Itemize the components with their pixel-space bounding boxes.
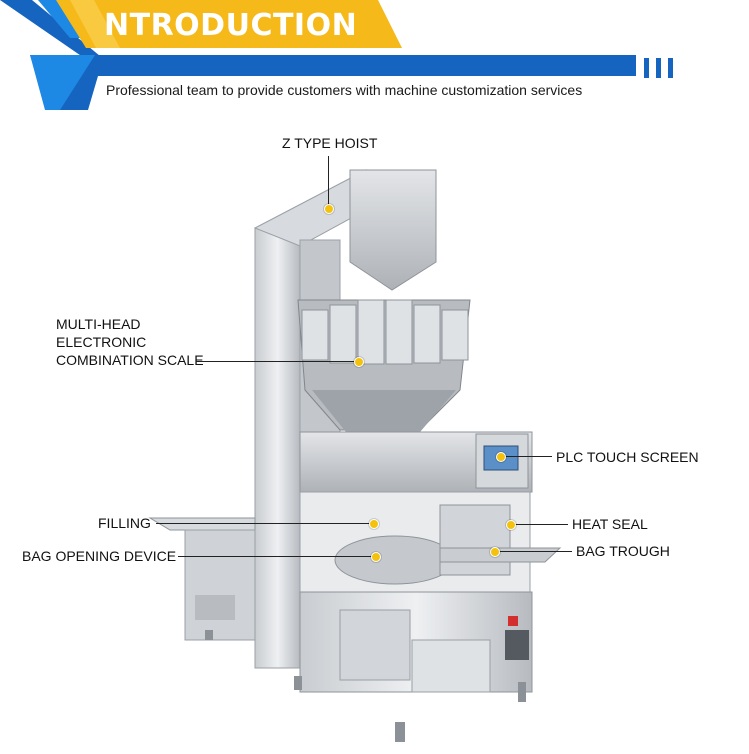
marker-bag-trough: [490, 547, 500, 557]
page-title: NTRODUCTION: [104, 8, 358, 43]
leader-bag-opening: [178, 556, 372, 557]
marker-plc: [496, 452, 506, 462]
label-filling: FILLING: [98, 515, 151, 531]
stripe-decoration: [644, 58, 673, 78]
leader-heat-seal: [514, 524, 568, 525]
leader-z-hoist: [328, 156, 329, 208]
machine-illustration: [148, 169, 562, 742]
leader-scale: [196, 361, 354, 362]
marker-heat-seal: [506, 520, 516, 530]
label-bag-opening-device: BAG OPENING DEVICE: [22, 548, 177, 564]
leader-bag-trough: [498, 551, 572, 552]
marker-bag-opening: [371, 552, 381, 562]
leader-plc: [504, 456, 552, 457]
label-plc-touch-screen: PLC TOUCH SCREEN: [556, 449, 699, 465]
header-banner: [0, 0, 636, 110]
marker-z-hoist: [324, 204, 334, 214]
label-z-type-hoist: Z TYPE HOIST: [282, 135, 378, 151]
subtitle: Professional team to provide customers w…: [106, 82, 583, 98]
label-bag-trough: BAG TROUGH: [576, 543, 670, 559]
marker-filling: [369, 519, 379, 529]
label-line-1: MULTI-HEAD: [56, 316, 141, 332]
label-line-3: COMBINATION SCALE: [56, 352, 204, 368]
label-heat-seal: HEAT SEAL: [572, 516, 648, 532]
marker-scale: [354, 357, 364, 367]
leader-filling: [156, 523, 370, 524]
label-line-2: ELECTRONIC: [56, 334, 147, 350]
label-multi-head-scale: MULTI-HEAD ELECTRONIC COMBINATION SCALE: [56, 315, 204, 369]
